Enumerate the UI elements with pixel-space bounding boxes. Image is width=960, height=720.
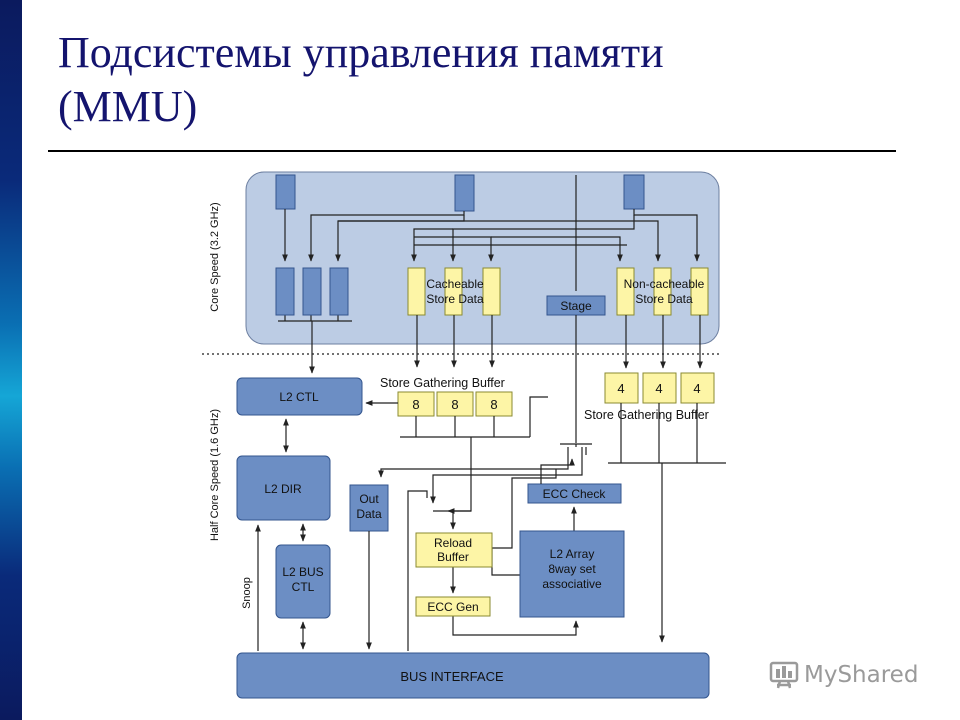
noncacheable-label-line1: Non-cacheable bbox=[624, 277, 705, 291]
ecc-check-up-line bbox=[540, 458, 575, 484]
title-underline bbox=[48, 150, 896, 152]
core-input-block-3 bbox=[623, 174, 645, 210]
l2-bus-ctl-box bbox=[275, 544, 331, 619]
sgb-left-cell-1 bbox=[397, 391, 435, 417]
mmu-diagram: Core Speed (3.2 GHz) Half Core Speed (1.… bbox=[202, 171, 726, 699]
snoop-label: Snoop bbox=[241, 577, 253, 609]
watermark-text: MyShared bbox=[804, 662, 919, 688]
sgb-right-label: Store Gathering Buffer bbox=[584, 408, 709, 422]
noncacheable-label-line2: Store Data bbox=[635, 292, 693, 306]
l2-dir-label: L2 DIR bbox=[264, 482, 302, 496]
noncacheable-block-1 bbox=[616, 267, 635, 316]
l2-dir-box bbox=[236, 455, 331, 521]
noncacheable-block-3 bbox=[690, 267, 709, 316]
l2-ctl-box bbox=[236, 377, 363, 416]
l2-ctl-label: L2 CTL bbox=[279, 390, 319, 404]
bus-interface-box bbox=[236, 652, 710, 699]
core-column-block-1 bbox=[275, 267, 295, 316]
out-data-line2: Data bbox=[356, 507, 382, 521]
stage-label: Stage bbox=[560, 299, 592, 313]
core-column-block-3 bbox=[329, 267, 349, 316]
core-speed-region bbox=[245, 171, 720, 345]
title-line-2: (MMU) bbox=[58, 82, 198, 131]
l2-array-box bbox=[519, 530, 625, 618]
reload-buffer-line2: Buffer bbox=[437, 550, 469, 564]
out-data-line1: Out bbox=[359, 492, 379, 506]
core-column-block-2 bbox=[302, 267, 322, 316]
l2-bus-ctl-line1: L2 BUS bbox=[282, 565, 323, 579]
ecc-gen-box bbox=[415, 596, 491, 617]
title-line-1: Подсистемы управления памяти bbox=[58, 28, 664, 77]
out-data-box bbox=[349, 484, 389, 532]
sgb-left-cell-3 bbox=[475, 391, 513, 417]
sgb-left-label: Store Gathering Buffer bbox=[380, 376, 505, 390]
sgb-right-value-2: 4 bbox=[655, 381, 662, 396]
ecc-check-label: ECC Check bbox=[543, 487, 607, 501]
cacheable-block-1 bbox=[407, 267, 426, 316]
cacheable-label-line1: Cacheable bbox=[426, 277, 484, 291]
core-input-block-2 bbox=[454, 174, 475, 212]
sgb-left-value-2: 8 bbox=[451, 397, 458, 412]
cacheable-block-3 bbox=[482, 267, 501, 316]
myshared-logo-icon bbox=[769, 661, 799, 689]
sgb-left-value-3: 8 bbox=[490, 397, 497, 412]
half-speed-label: Half Core Speed (1.6 GHz) bbox=[209, 409, 221, 541]
slide-title: Подсистемы управления памяти (MMU) bbox=[58, 26, 918, 134]
sgb-right-cell-2 bbox=[642, 372, 677, 404]
sgb-right-value-3: 4 bbox=[693, 381, 700, 396]
myshared-watermark: MyShared bbox=[768, 658, 938, 692]
ecc-gen-label: ECC Gen bbox=[427, 600, 478, 614]
l2-array-line3: associative bbox=[542, 577, 602, 591]
core-input-block-1 bbox=[275, 174, 296, 210]
l2-bus-ctl-line2: CTL bbox=[292, 580, 315, 594]
cacheable-label-line2: Store Data bbox=[426, 292, 484, 306]
sgb-right-value-1: 4 bbox=[617, 381, 624, 396]
reload-buffer-line1: Reload bbox=[434, 536, 472, 550]
sgb-right-cell-3 bbox=[680, 372, 715, 404]
reload-buffer-box bbox=[415, 532, 493, 568]
l2-array-line2: 8way set bbox=[548, 562, 596, 576]
bus-interface-label: BUS INTERFACE bbox=[400, 669, 504, 684]
l2-array-line1: L2 Array bbox=[550, 547, 595, 561]
sgb-right-cell-1 bbox=[604, 372, 639, 404]
ecc-check-box bbox=[527, 483, 622, 504]
sidebar-gradient-bar bbox=[0, 0, 22, 720]
sgb-left-value-1: 8 bbox=[412, 397, 419, 412]
core-speed-label: Core Speed (3.2 GHz) bbox=[209, 202, 221, 311]
